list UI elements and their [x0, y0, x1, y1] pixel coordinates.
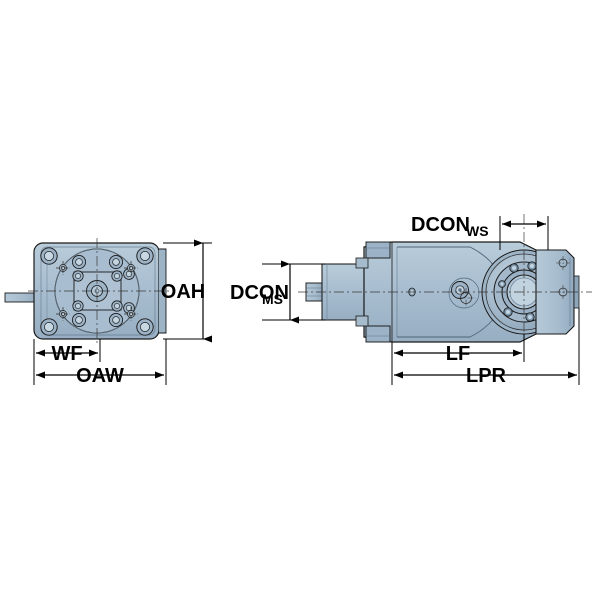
front-view-corner-bosses [40, 247, 154, 336]
front-view-left-stub [4, 292, 38, 303]
dimension-wf: WF [33, 339, 101, 365]
side-view-adjust-screw [448, 277, 480, 309]
dimension-label-dcon-ms: DCON [230, 282, 289, 304]
dimension-oah: OAH [161, 239, 212, 343]
dimension-dcon-ws: DCON WS [411, 214, 549, 250]
dimension-label-wf: WF [51, 343, 82, 365]
side-view-shank-tip [305, 282, 323, 302]
dimension-label-lpr: LPR [466, 365, 507, 387]
dimension-lf: LF [391, 334, 525, 365]
dimension-label-dcon-ms-subscript: MS [262, 291, 283, 307]
front-view-dowel-marks [56, 261, 138, 321]
dimension-dcon-ms: DCON MS [230, 260, 326, 324]
front-view-pocket-bolts [72, 270, 123, 312]
front-view-centerlines [28, 238, 172, 345]
front-end-view [4, 238, 172, 345]
dimension-label-dcon-ws: DCON [411, 214, 470, 236]
dimension-label-oah: OAH [161, 281, 205, 303]
dimension-label-dcon-ws-subscript: WS [466, 223, 489, 239]
dimension-label-oaw: OAW [76, 365, 124, 387]
side-view-centerlines [298, 214, 592, 352]
dimension-lpr: LPR [391, 308, 580, 387]
dimension-label-lf: LF [446, 343, 470, 365]
side-section-view [298, 214, 592, 352]
dimension-oaw: OAW [33, 339, 167, 387]
side-view-mounting-ears [355, 241, 391, 343]
